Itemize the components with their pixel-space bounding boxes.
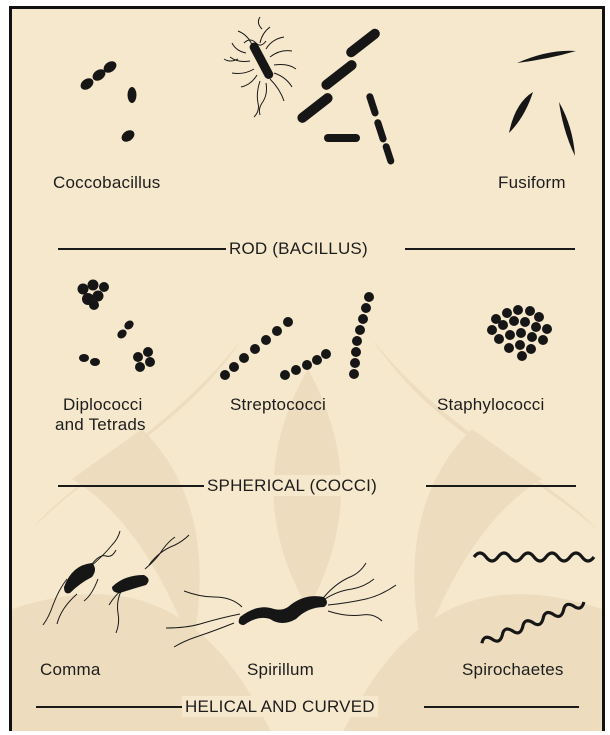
coccobacillus-cells — [78, 59, 136, 144]
diplococci-label: Diplococci — [63, 394, 142, 415]
diplococci-tetrads — [78, 280, 156, 373]
coccobacillus-label: Coccobacillus — [53, 172, 160, 193]
diplococci-label-line1: Diplococci — [63, 395, 142, 414]
staphylococci-label: Staphylococci — [437, 394, 545, 415]
streptococci-label: Streptococci — [230, 394, 326, 415]
rod-divider-right — [405, 248, 575, 250]
streptococci-chains — [220, 292, 374, 380]
spherical-divider-right — [426, 485, 576, 487]
spherical-divider-left — [58, 485, 208, 487]
fusiform-label: Fusiform — [498, 172, 566, 193]
tetrads-label: and Tetrads — [55, 414, 146, 435]
staphylococci-cluster — [487, 305, 552, 361]
spirillum-cell — [239, 596, 327, 625]
rod-divider-left — [58, 248, 228, 250]
illustration-canvas — [12, 9, 602, 731]
bacteria-morphology-figure: Coccobacillus Fusiform ROD (BACILLUS) Di… — [9, 6, 605, 731]
spirillum-label: Spirillum — [247, 659, 314, 680]
helical-divider-left — [36, 706, 186, 708]
bacillus-body — [248, 41, 275, 81]
comma-cells — [64, 563, 149, 593]
helical-section-heading: HELICAL AND CURVED — [182, 696, 378, 717]
rod-section-heading: ROD (BACILLUS) — [226, 238, 371, 259]
rod-bacilli — [295, 27, 395, 166]
fusiform-cells — [509, 51, 576, 156]
spirochaetes-label: Spirochaetes — [462, 659, 564, 680]
spherical-section-heading: SPHERICAL (COCCI) — [204, 475, 380, 496]
comma-label: Comma — [40, 659, 101, 680]
helical-divider-right — [424, 706, 579, 708]
diplococci-label-line2: and Tetrads — [55, 415, 146, 434]
